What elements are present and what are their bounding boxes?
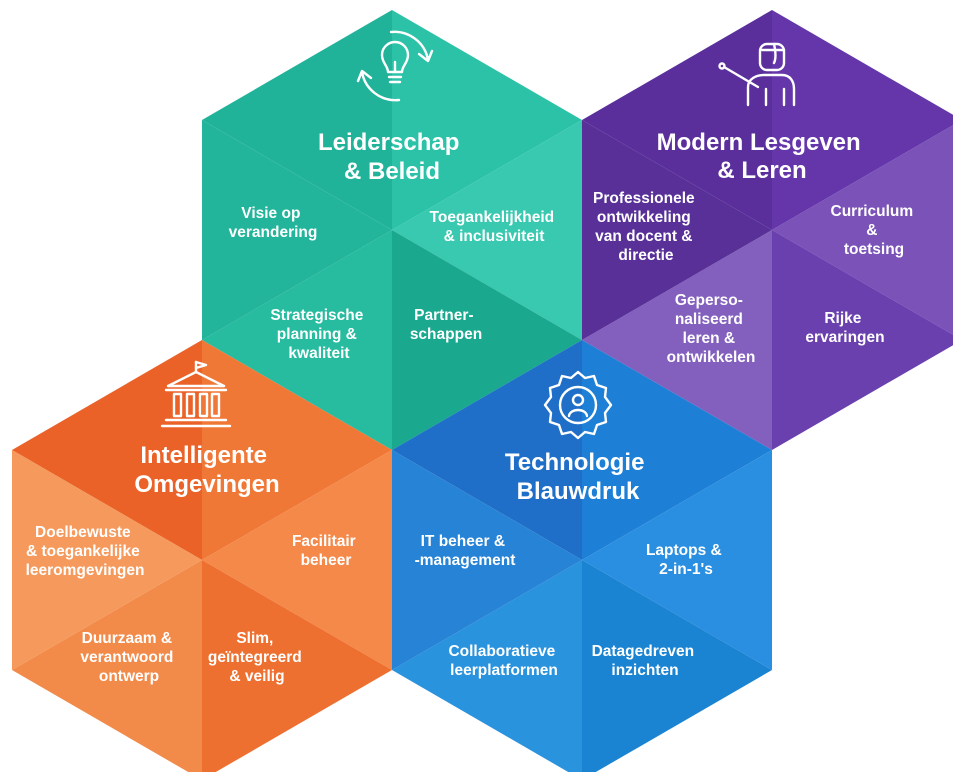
segment-gepersonaliseerd-leren: Geperso- naliseerd leren & ontwikkelen <box>667 292 756 366</box>
segment-partnerschappen: Partner- schappen <box>410 307 482 343</box>
tri-environments-bottom <box>202 560 392 772</box>
tri-technology-upper-left <box>392 450 582 670</box>
tri-technology-lower-right <box>582 450 772 670</box>
gear-user-icon <box>543 370 613 440</box>
segment-datagedreven-inzichten: Datagedreven inzichten <box>592 643 699 679</box>
school-building-icon <box>160 360 232 428</box>
segment-toegankelijkheid: Toegankelijkheid & inclusiviteit <box>430 209 559 245</box>
tri-environments-upper-left <box>12 450 202 670</box>
hexagon-leadership <box>202 10 582 450</box>
tri-teaching-upper-right <box>772 10 953 230</box>
segment-curriculum-toetsing: Curriculum & toetsing <box>831 203 918 258</box>
segment-visie-op-verandering: Visie op verandering <box>229 205 318 241</box>
segment-collaboratieve-leerplatformen: Collaboratieve leerplatformen <box>448 643 559 679</box>
segment-duurzaam-ontwerp: Duurzaam & verantwoord ontwerp <box>80 630 177 685</box>
tri-technology-lower-left <box>392 560 582 772</box>
tri-environments-upper-right <box>202 340 392 560</box>
tri-environments-lower-right <box>202 450 392 670</box>
tri-technology-top <box>392 340 582 560</box>
title-environments: Intelligente Omgevingen <box>134 442 279 498</box>
hexagon-technology <box>392 340 772 772</box>
segment-facilitair-beheer: Facilitair beheer <box>292 533 360 569</box>
tri-teaching-lower-right <box>772 125 953 335</box>
tri-leadership-upper-right <box>392 10 582 230</box>
segment-laptops: Laptops & 2-in-1's <box>646 542 726 578</box>
title-teaching: Modern Lesgeven & Leren <box>657 129 868 184</box>
tri-leadership-lower-right <box>392 120 582 340</box>
tri-environments-top <box>12 340 202 560</box>
title-technology: Technologie Blauwdruk <box>505 449 651 505</box>
tri-environments-lower-left <box>12 560 202 772</box>
tri-teaching-upper-left <box>582 120 772 340</box>
segment-slim-geintegreerd-veilig: Slim, geïntegreerd & veilig <box>208 630 306 685</box>
lightbulb-cycle-icon <box>356 30 434 102</box>
title-leadership: Leiderschap & Beleid <box>318 129 466 185</box>
hexagon-environments <box>12 340 392 772</box>
segment-professionele-ontwikkeling: Professionele ontwikkeling van docent & … <box>593 190 699 264</box>
teacher-icon <box>718 42 796 107</box>
segment-strategische-planning: Strategische planning & kwaliteit <box>270 307 367 362</box>
segment-it-beheer: IT beheer & -management <box>415 533 516 569</box>
tri-technology-bottom <box>582 560 772 772</box>
segment-doelbewuste-leeromgevingen: Doelbewuste & toegankelijke leeromgeving… <box>26 524 145 579</box>
tri-teaching-bottom <box>772 230 953 450</box>
tri-technology-upper-right <box>582 340 772 560</box>
tri-leadership-lower-left <box>202 230 392 450</box>
segment-rijke-ervaringen: Rijke ervaringen <box>805 310 884 346</box>
tri-teaching-lower-left <box>582 230 772 450</box>
tri-leadership-upper-left <box>202 120 392 340</box>
tri-leadership-bottom <box>392 230 582 450</box>
tri-leadership-top <box>202 10 392 230</box>
